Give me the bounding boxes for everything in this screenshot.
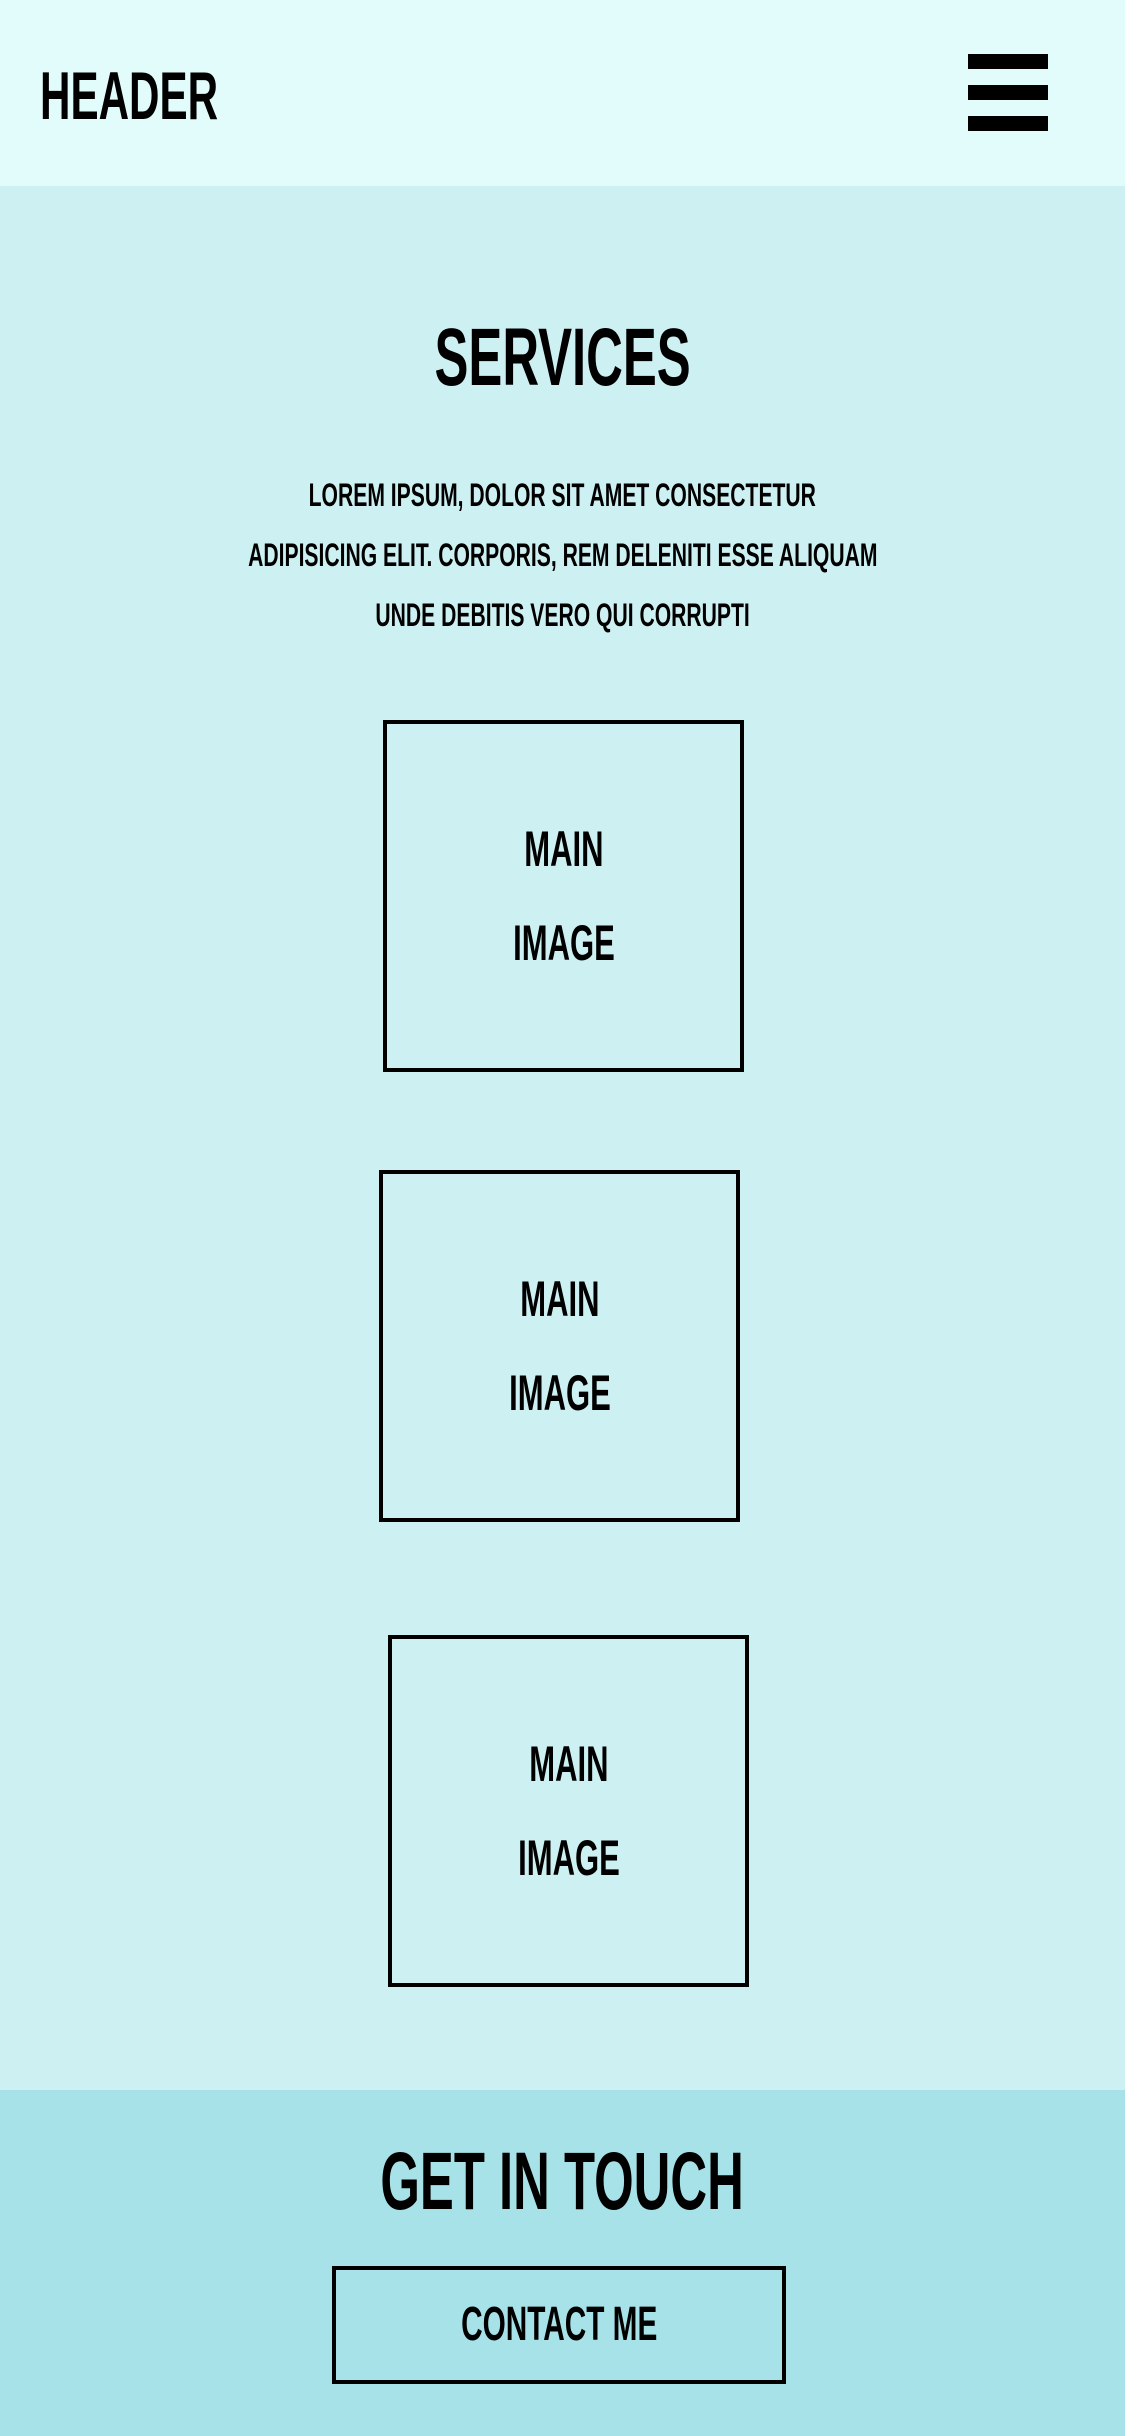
main-image-placeholder[interactable]: MAIN IMAGE [383,720,744,1072]
menu-bar-middle [968,85,1048,100]
image-label-line: IMAGE [512,915,615,971]
main-image-placeholder[interactable]: MAIN IMAGE [379,1170,740,1522]
image-label-line: MAIN [528,1736,609,1792]
image-label: MAIN IMAGE [383,1174,736,1518]
header-logo[interactable]: HEADER [40,58,219,134]
contact-title-wrap: GET IN TOUCH [0,2132,1125,2232]
site-header: HEADER [0,0,1125,186]
description-line-text: LOREM IPSUM, DOLOR SIT AMET CONSECTETUR [308,477,817,513]
description-line: ADIPISICING ELIT. CORPORIS, REM DELENITI… [0,525,1125,585]
contact-me-button[interactable]: CONTACT ME [332,2266,786,2384]
menu-bar-top [968,54,1048,69]
services-title-wrap: SERVICES [0,308,1125,408]
services-description: LOREM IPSUM, DOLOR SIT AMET CONSECTETUR … [0,465,1125,645]
description-line-text: UNDE DEBITIS VERO QUI CORRUPTI [375,597,750,633]
image-label-line: IMAGE [508,1365,611,1421]
menu-bar-bottom [968,116,1048,131]
description-line: LOREM IPSUM, DOLOR SIT AMET CONSECTETUR [0,465,1125,525]
hamburger-menu-button[interactable] [968,54,1048,132]
contact-title: GET IN TOUCH [380,2136,745,2227]
image-label: MAIN IMAGE [392,1639,745,1983]
contact-button-label: CONTACT ME [460,2298,658,2351]
contact-section: GET IN TOUCH CONTACT ME [0,2090,1125,2436]
image-label-line: MAIN [519,1271,600,1327]
description-line-text: ADIPISICING ELIT. CORPORIS, REM DELENITI… [247,537,878,573]
description-line: UNDE DEBITIS VERO QUI CORRUPTI [0,585,1125,645]
services-title: SERVICES [434,312,691,403]
image-label-line: IMAGE [517,1830,620,1886]
image-label: MAIN IMAGE [387,724,740,1068]
image-label-line: MAIN [523,821,604,877]
main-image-placeholder[interactable]: MAIN IMAGE [388,1635,749,1987]
